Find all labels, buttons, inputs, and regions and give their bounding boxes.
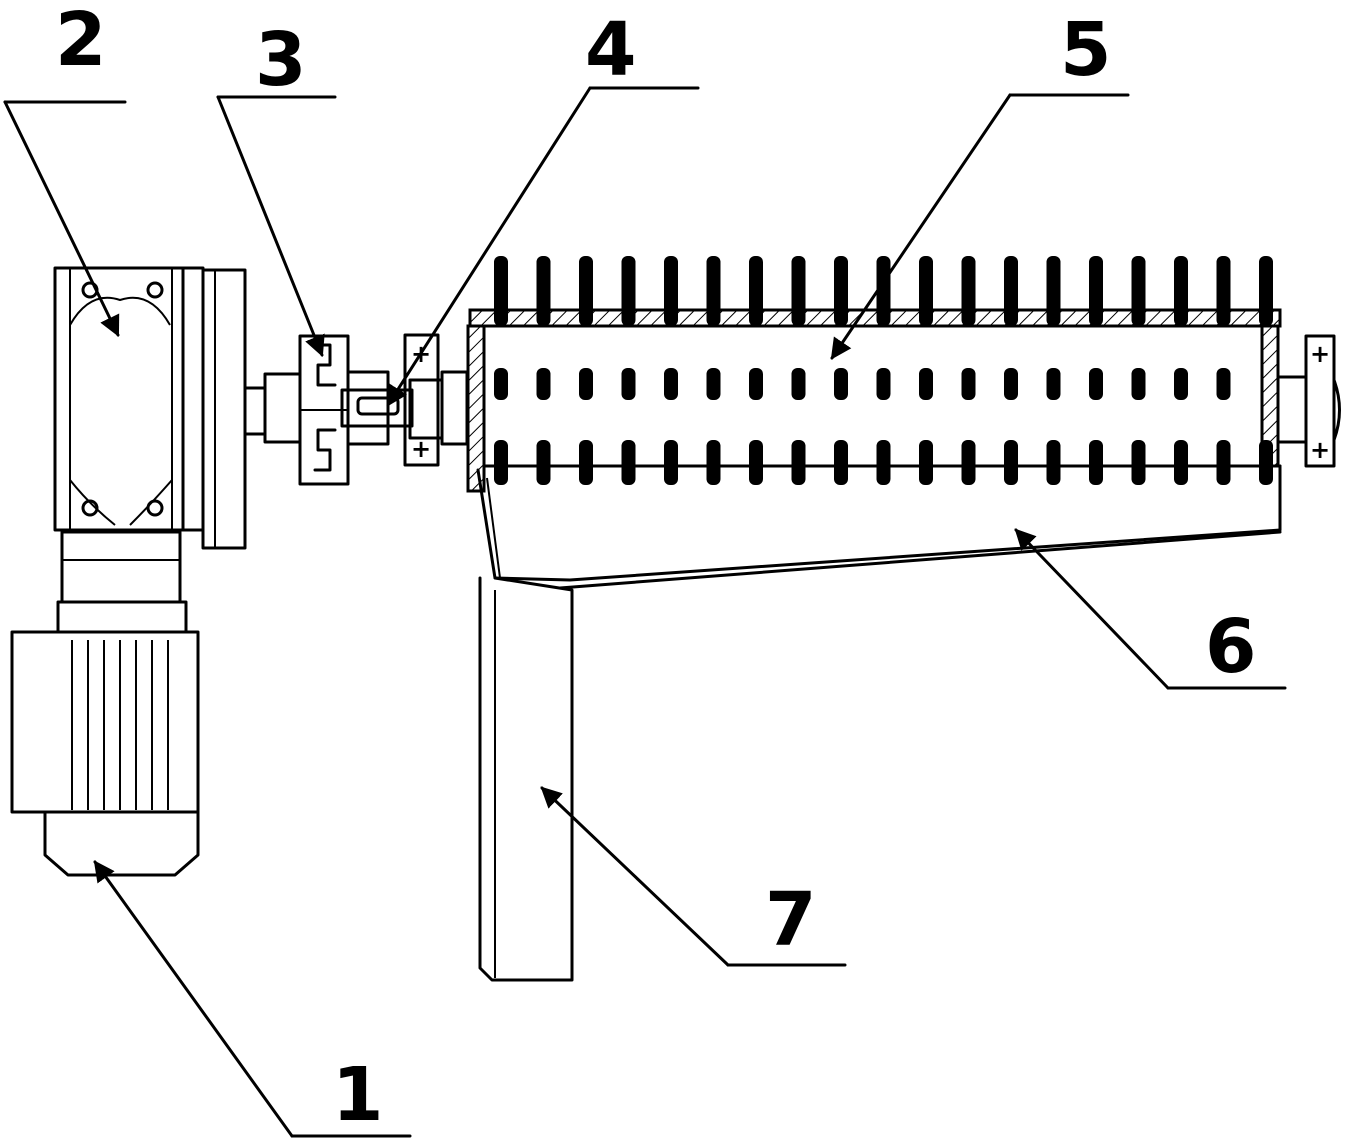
- roller-tooth: [1259, 440, 1273, 485]
- callout-label-1: 1: [332, 1052, 384, 1138]
- gearbox: [53, 266, 247, 550]
- roller-tooth: [834, 368, 848, 400]
- roller-tooth: [876, 256, 891, 326]
- roller-tooth: [621, 440, 636, 485]
- roller-tooth: [1004, 440, 1018, 485]
- callout-label-6: 6: [1205, 604, 1257, 690]
- roller-tooth: [919, 256, 933, 326]
- roller-tooth: [749, 256, 763, 326]
- roller-tooth: [579, 368, 593, 400]
- roller-tooth: [791, 368, 806, 400]
- callout-5: 5: [830, 7, 1130, 360]
- roller-tooth: [961, 440, 976, 485]
- callout-label-4: 4: [585, 7, 637, 93]
- roller-tooth: [961, 256, 976, 326]
- roller-tooth: [664, 440, 678, 485]
- roller-tooth: [536, 368, 551, 400]
- roller-tooth: [1174, 256, 1188, 326]
- roller-tooth: [494, 440, 508, 485]
- bearing-mark: +: [1310, 436, 1330, 464]
- roller-tooth: [579, 256, 593, 326]
- callout-label-2: 2: [55, 0, 107, 83]
- roller-tooth: [494, 368, 508, 400]
- roller-tooth: [1131, 440, 1146, 485]
- bearing-mark: +: [411, 435, 431, 463]
- discharge-hopper: [476, 464, 1282, 590]
- roller-tooth: [791, 256, 806, 326]
- roller-tooth: [664, 256, 678, 326]
- roller-tooth: [1131, 368, 1146, 400]
- roller-tooth: [749, 440, 763, 485]
- roller-tooth: [834, 440, 848, 485]
- roller-tooth: [834, 256, 848, 326]
- roller-tooth: [961, 368, 976, 400]
- roller-tooth: [706, 256, 721, 326]
- roller-tooth: [664, 368, 678, 400]
- callout-label-7: 7: [765, 877, 817, 963]
- roller-tooth: [706, 368, 721, 400]
- callout-label-5: 5: [1060, 7, 1112, 93]
- callout-3: 3: [216, 17, 337, 357]
- roller-tooth: [706, 440, 721, 485]
- roller-tooth: [1131, 256, 1146, 326]
- roller-tooth: [1174, 440, 1188, 485]
- roller-tooth: [1004, 256, 1018, 326]
- bolt-icon: [146, 499, 164, 517]
- roller-tooth: [1046, 440, 1061, 485]
- roller-tooth: [791, 440, 806, 485]
- callout-7: 7: [540, 786, 847, 967]
- roller-tooth: [621, 368, 636, 400]
- roller-tooth: [1216, 256, 1231, 326]
- motor: [10, 530, 200, 877]
- roller-tooth: [919, 368, 933, 400]
- roller-tooth: [1174, 368, 1188, 400]
- roller-tooth: [1216, 368, 1231, 400]
- coupling: [298, 334, 390, 486]
- roller-teeth: [494, 256, 1273, 485]
- roller-tooth: [1089, 368, 1103, 400]
- roller-tooth: [494, 256, 508, 326]
- roller-tooth: [876, 368, 891, 400]
- crushing-roller: [466, 256, 1282, 493]
- roller-tooth: [579, 440, 593, 485]
- roller-tooth: [536, 440, 551, 485]
- callout-1: 1: [93, 860, 412, 1138]
- roller-tooth: [876, 440, 891, 485]
- callout-2: 2: [3, 0, 127, 337]
- bearing-mark: +: [1310, 340, 1330, 368]
- roller-tooth: [1046, 368, 1061, 400]
- output-shaft: [243, 372, 302, 444]
- roller-tooth: [621, 256, 636, 326]
- roller-tooth: [749, 368, 763, 400]
- roller-tooth: [1046, 256, 1061, 326]
- roller-tooth: [1089, 440, 1103, 485]
- callout-6: 6: [1014, 528, 1287, 690]
- callout-label-3: 3: [255, 17, 307, 103]
- bolt-icon: [146, 281, 164, 299]
- callout-4: 4: [386, 7, 700, 407]
- roller-tooth: [1089, 256, 1103, 326]
- support-leg: [478, 576, 574, 982]
- roller-tooth: [1004, 368, 1018, 400]
- roller-tooth: [919, 440, 933, 485]
- roller-tooth: [536, 256, 551, 326]
- roller-tooth: [1259, 256, 1273, 326]
- roller-tooth: [1216, 440, 1231, 485]
- right-bearing: + +: [1276, 334, 1341, 468]
